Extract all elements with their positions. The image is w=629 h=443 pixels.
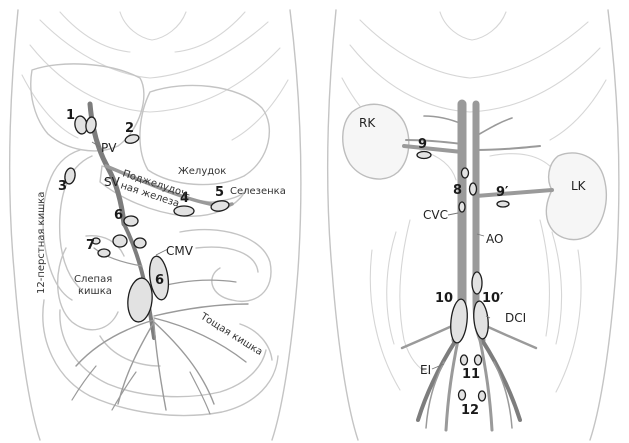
left-panel-abdomen: 1 2 3 4 5 6 6 7 PV SV CMV Желудок Поджел… (10, 10, 301, 440)
node-6b (113, 235, 127, 247)
label-cecum-line1: Слепая (74, 274, 112, 285)
node-8a (462, 168, 469, 178)
node-7b (98, 249, 110, 257)
left-body-outline (10, 10, 301, 440)
node-9 (417, 152, 431, 159)
node-label-8: 8 (453, 183, 462, 198)
label-dci: DCI (505, 311, 526, 325)
node-label-2: 2 (125, 121, 134, 136)
right-panel-retroperitoneum: 9 9′ 8 10 10′ 11 12 RK LK CVC AO DCI EI (328, 10, 619, 440)
node-11a (461, 355, 468, 365)
label-pv: PV (101, 141, 117, 155)
node-label-7: 7 (86, 238, 95, 253)
label-duodenum: 12-перстная кишка (36, 192, 47, 294)
label-spleen: Селезенка (230, 186, 286, 197)
label-sv: SV (104, 175, 121, 189)
node-label-10-prime: 10′ (482, 291, 504, 306)
node-label-6b: 6 (155, 273, 164, 288)
label-rk: RK (359, 116, 376, 130)
label-cecum-line2: кишка (78, 286, 112, 297)
node-label-3: 3 (58, 179, 67, 194)
renal-vein-right (404, 146, 462, 152)
node-10-mid (472, 272, 482, 294)
label-cvc: CVC (423, 208, 448, 222)
node-label-5: 5 (215, 185, 224, 200)
right-kidney (343, 104, 409, 179)
node-label-9: 9 (418, 137, 427, 152)
node-label-12: 12 (461, 403, 479, 418)
node-label-9-prime: 9′ (496, 185, 509, 200)
node-9-prime (497, 201, 509, 207)
node-8c (459, 202, 465, 212)
node-label-11: 11 (462, 367, 480, 382)
node-8b (470, 183, 477, 195)
node-12a (459, 390, 466, 400)
label-ei: EI (420, 363, 431, 377)
node-11b (475, 355, 482, 365)
node-label-1: 1 (66, 108, 75, 123)
node-label-10: 10 (435, 291, 453, 306)
node-6c (134, 238, 146, 248)
label-ao: AO (486, 232, 503, 246)
left-kidney (546, 153, 606, 240)
left-ribs (22, 12, 288, 140)
node-12b (479, 391, 486, 401)
label-lk: LK (571, 179, 587, 193)
node-10-prime (472, 300, 490, 339)
label-cmv: CMV (166, 244, 194, 258)
left-node-numbers: 1 2 3 4 5 6 6 7 (58, 108, 224, 288)
node-label-6a: 6 (114, 208, 123, 223)
label-stomach: Желудок (178, 166, 226, 177)
renal-vein-left (476, 190, 552, 196)
node-6a (124, 216, 138, 226)
